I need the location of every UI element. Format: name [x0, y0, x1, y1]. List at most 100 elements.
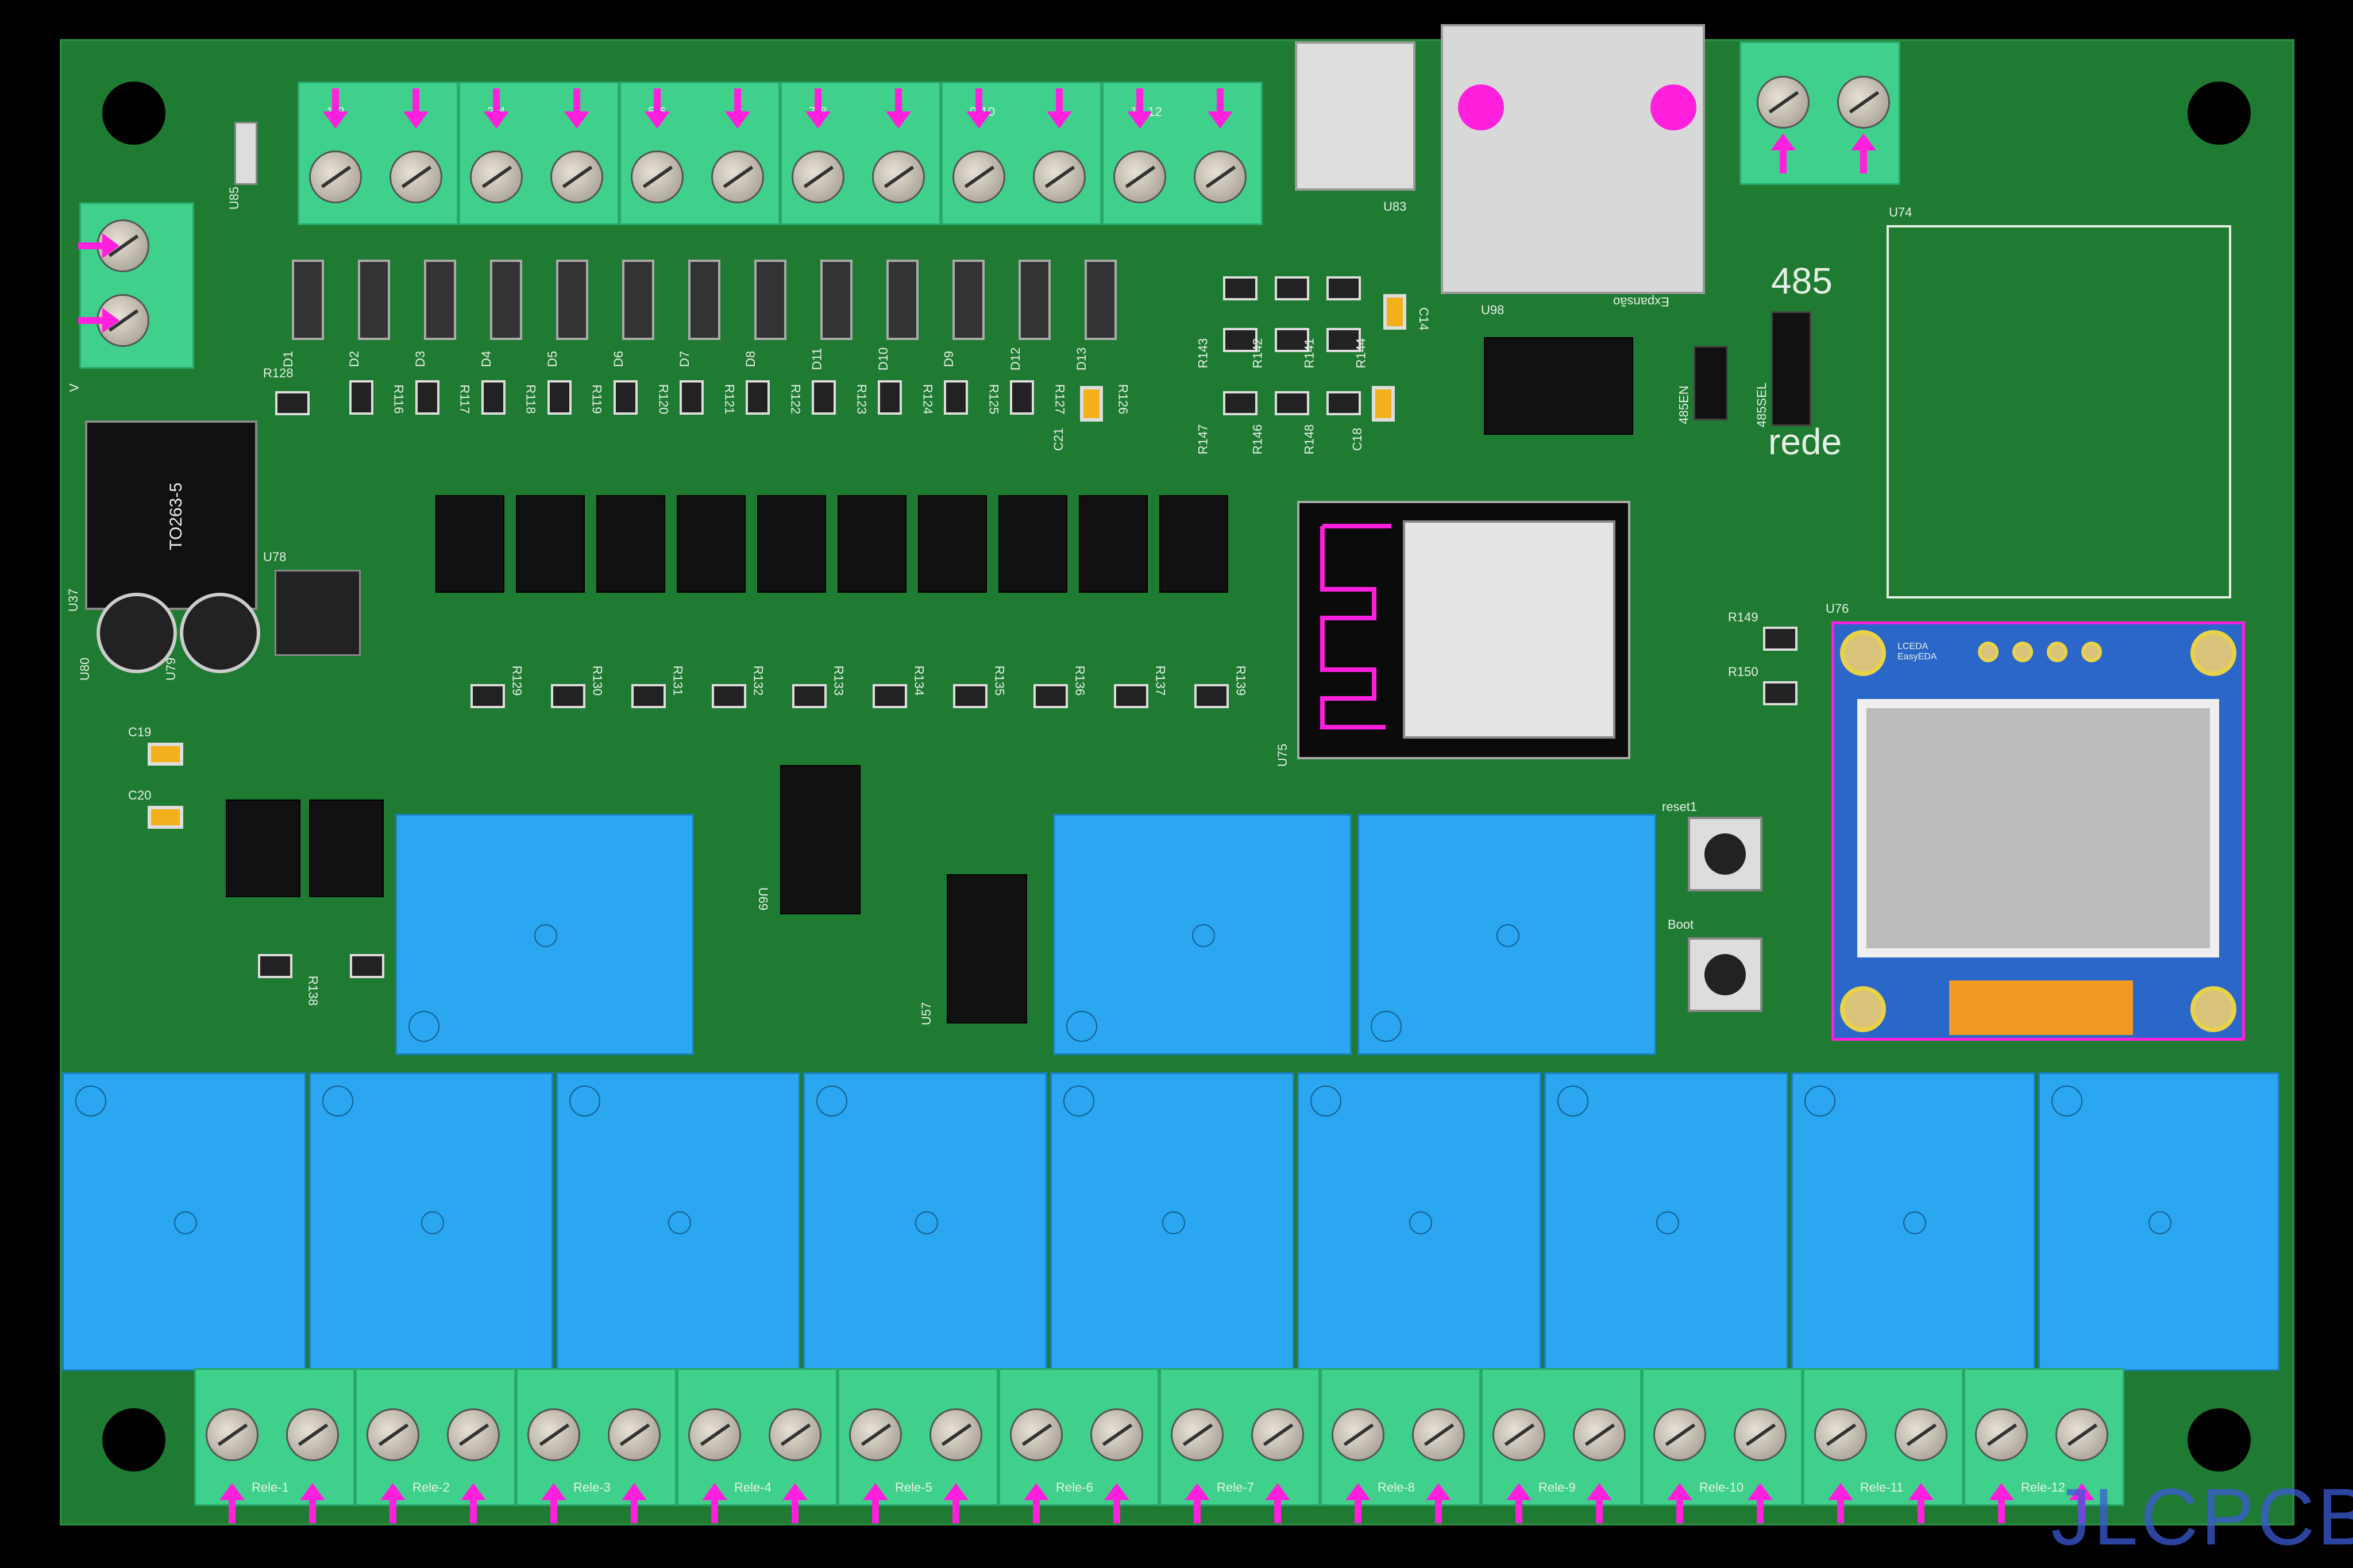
resistor-label: R123: [854, 384, 869, 415]
relay: [309, 1072, 553, 1371]
header-pin: [2012, 642, 2033, 662]
resistor: [878, 380, 902, 415]
resistor: [258, 954, 292, 978]
arrow-up-icon: [1748, 1483, 1773, 1523]
usb-connector: [1295, 41, 1415, 191]
silk-rede: rede: [1768, 421, 1842, 462]
diode-label: D10: [876, 347, 891, 371]
relay-terminal-label: Rele-12: [2021, 1480, 2066, 1494]
resistor: [1223, 276, 1257, 300]
terminal-screw: [769, 1408, 821, 1461]
relay: [1357, 814, 1656, 1055]
terminal-screw: [2055, 1408, 2108, 1461]
electrolytic-cap-u79: [180, 593, 260, 673]
relay-terminal-label: Rele-8: [1378, 1480, 1415, 1494]
mounting-hole: [2188, 1408, 2251, 1472]
resistor-label: R136: [1073, 665, 1087, 696]
arrow-down-icon: [484, 88, 509, 129]
arrow-down-icon: [966, 88, 992, 129]
chip-u69: [780, 765, 861, 914]
resistor: [415, 380, 439, 415]
mcu-module-u75: [1297, 501, 1630, 759]
optocoupler-row: [435, 478, 1263, 593]
resistor-label: R125: [986, 384, 1001, 415]
reset-button-cap[interactable]: [1704, 833, 1746, 875]
terminal-block: [780, 82, 941, 225]
terminal-screw: [527, 1408, 580, 1461]
silk-r149: R149: [1728, 610, 1758, 624]
terminal-screw: [1033, 150, 1086, 203]
diode: [820, 260, 853, 340]
resistor: [470, 684, 505, 708]
resistor: [792, 684, 827, 708]
resistor: [1010, 380, 1034, 415]
silk-c19: C19: [128, 725, 152, 739]
jumper-485en: [1694, 346, 1728, 420]
boot-button[interactable]: [1688, 937, 1762, 1012]
relay-terminal-label: Rele-5: [895, 1480, 932, 1494]
diode: [622, 260, 654, 340]
resistor: [1114, 684, 1148, 708]
silk-u75: U75: [1275, 743, 1290, 767]
brand-watermark: JLCPCB: [2051, 1472, 2353, 1562]
arrow-up-icon: [1667, 1483, 1692, 1523]
header-pin: [1978, 642, 1999, 662]
marker-dot: [1650, 84, 1696, 130]
diode: [556, 260, 588, 340]
relay-terminal-label: Rele-10: [1699, 1480, 1744, 1494]
resistor-label: R143: [1195, 338, 1210, 369]
resistor-label: R135: [992, 665, 1007, 696]
arrow-down-icon: [1047, 88, 1072, 129]
arrow-up-icon: [1770, 133, 1796, 173]
arrow-up-icon: [863, 1483, 888, 1523]
diode: [358, 260, 390, 340]
display-brand: LCEDA EasyEDA: [1897, 642, 1937, 662]
diode-label: D5: [545, 350, 560, 368]
chip-u98: [1484, 337, 1633, 435]
resistor: [349, 380, 373, 415]
terminal-screw: [367, 1408, 419, 1461]
relay-terminal-label: Rele-4: [734, 1480, 772, 1494]
silk-expansao: Expansão: [1613, 295, 1669, 309]
optocoupler: [596, 495, 665, 593]
arrow-down-icon: [725, 88, 750, 129]
optocoupler: [757, 495, 826, 593]
boot-button-cap[interactable]: [1704, 954, 1746, 995]
silk-u57: U57: [919, 1002, 934, 1026]
terminal-screw: [1171, 1408, 1224, 1461]
jumper-485sel: [1771, 311, 1811, 426]
resistor: [1326, 276, 1361, 300]
arrow-up-icon: [380, 1483, 406, 1523]
marker-dot: [1458, 84, 1504, 130]
silk-reset1: reset1: [1662, 800, 1698, 814]
relay: [556, 1072, 800, 1371]
silk-r128: R128: [263, 366, 294, 380]
resistor-label: R137: [1153, 665, 1168, 696]
silk-c20: C20: [128, 788, 152, 802]
capacitor-label: C18: [1350, 427, 1365, 451]
top-terminal-strip: 1-2 3-4 5-6 7-8 9-10 11-12: [298, 82, 1263, 225]
terminal-screw: [286, 1408, 339, 1461]
relay-terminal-label: Rele-9: [1538, 1480, 1576, 1494]
resistor: [953, 684, 988, 708]
diode-label: D11: [809, 347, 824, 370]
resistor-label: R142: [1250, 338, 1265, 369]
resistor-r149: [1763, 627, 1797, 651]
arrow-up-icon: [2069, 1483, 2094, 1523]
arrow-up-icon: [461, 1483, 486, 1523]
terminal-screw: [206, 1408, 259, 1461]
arrow-up-icon: [1989, 1483, 2014, 1523]
diode-label: D13: [1074, 347, 1089, 371]
diode-label: D8: [743, 350, 758, 368]
silk-u85: U85: [227, 186, 242, 210]
reset-button[interactable]: [1688, 817, 1762, 891]
terminal-screw: [711, 150, 764, 203]
resistor: [712, 684, 746, 708]
relay: [62, 1072, 306, 1371]
oled-display-u76: LCEDA EasyEDA: [1831, 621, 2245, 1041]
relay-terminal-label: Rele-1: [252, 1480, 289, 1494]
resistor-label: R146: [1250, 424, 1265, 455]
arrow-right-icon: [78, 233, 119, 258]
resistor-r128: [275, 391, 310, 415]
optocoupler: [516, 495, 585, 593]
